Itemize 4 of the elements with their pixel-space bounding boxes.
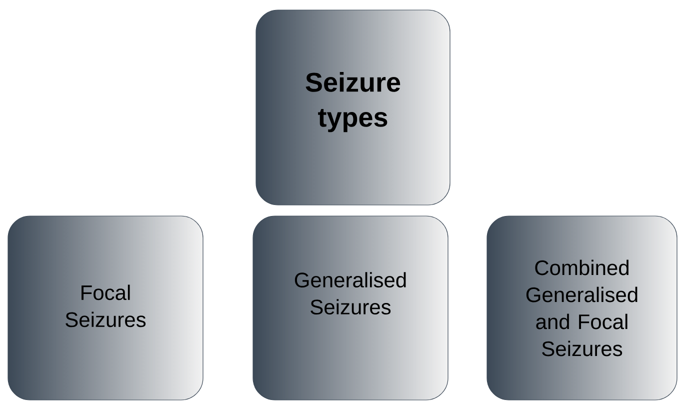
rounded-box: Focal Seizures xyxy=(8,216,204,400)
rounded-box: Combined Generalised and Focal Seizures xyxy=(486,216,678,400)
rounded-box: Generalised Seizures xyxy=(252,216,448,400)
rounded-box: Seizure types xyxy=(256,10,450,206)
